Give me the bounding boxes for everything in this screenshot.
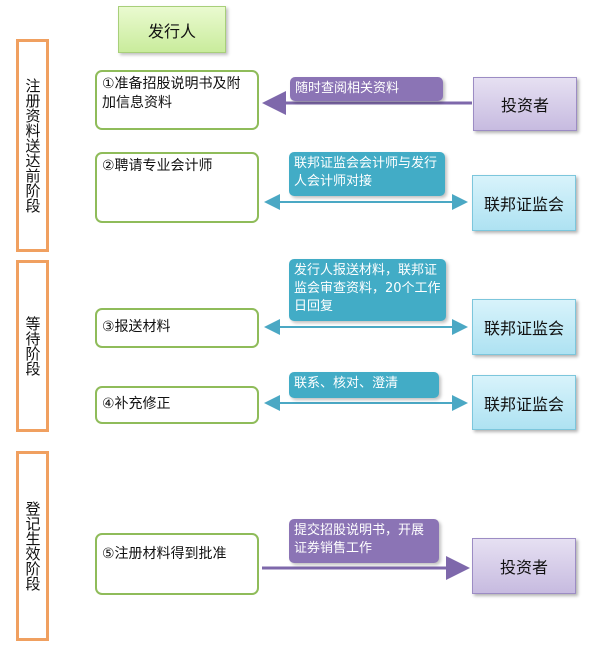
stage-effective: 登记生效阶段	[16, 451, 49, 641]
party-sec-3: 联邦证监会	[472, 375, 576, 430]
label-contact-verify: 联系、核对、澄清	[289, 372, 439, 398]
step-1-prepare-prospectus: ①准备招股说明书及附加信息资料	[95, 70, 259, 130]
label-accountant-liaison: 联邦证监会会计师与发行人会计师对接	[289, 152, 445, 196]
step-4-supplement-amend: ④补充修正	[95, 386, 259, 424]
party-investor-bottom: 投资者	[472, 538, 576, 594]
step-5-approval: ⑤注册材料得到批准	[95, 533, 259, 595]
stage-pre-filing: 注册资料送达前阶段	[16, 39, 49, 252]
party-sec-1: 联邦证监会	[472, 175, 576, 231]
party-investor-top: 投资者	[473, 77, 577, 131]
label-offer-securities: 提交招股说明书，开展证券销售工作	[289, 519, 439, 563]
label-review-20-days: 发行人报送材料，联邦证监会审查资料，20个工作日回复	[289, 259, 446, 321]
step-2-hire-accountant: ②聘请专业会计师	[95, 152, 259, 223]
step-3-submit-materials: ③报送材料	[95, 308, 259, 348]
issuer-header: 发行人	[118, 6, 226, 53]
label-consult-materials: 随时查阅相关资料	[290, 77, 443, 101]
stage-waiting: 等待阶段	[16, 260, 49, 432]
party-sec-2: 联邦证监会	[472, 299, 576, 355]
